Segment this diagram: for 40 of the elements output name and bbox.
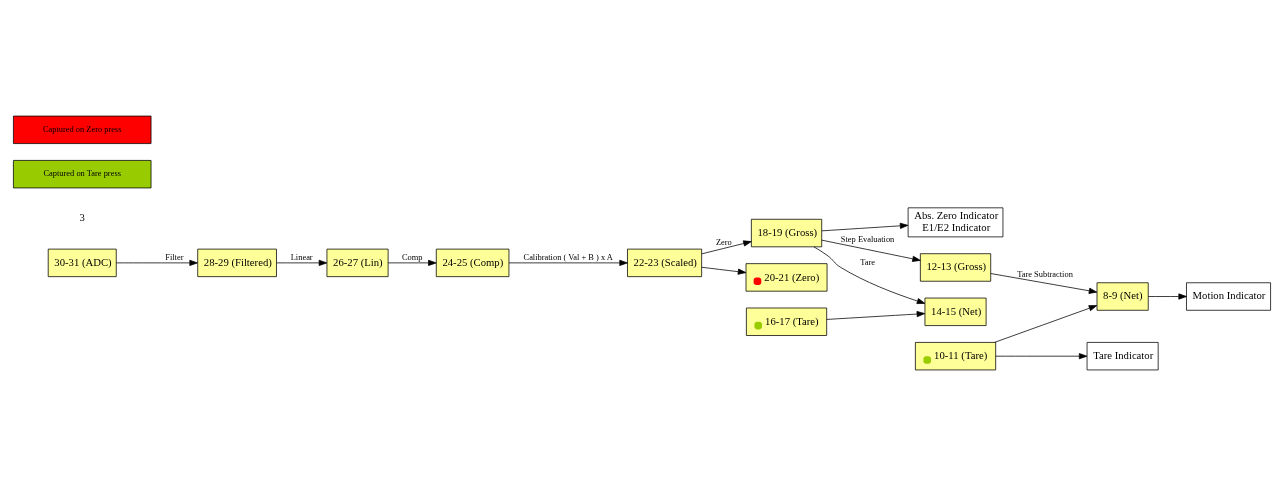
- node-box: 24-25 (Comp): [435, 248, 510, 278]
- arrow: [813, 246, 926, 304]
- arrow: [990, 273, 1098, 294]
- node-box: 14-15 (Net): [924, 297, 987, 326]
- node-box: 12-13 (Gross): [919, 253, 992, 282]
- arrow: [115, 259, 198, 266]
- node-box: Abs. Zero Indicator E1/E2 Indicator: [907, 207, 1004, 238]
- node-box: 28-29 (Filtered): [197, 248, 277, 278]
- arrow: [701, 266, 747, 275]
- node-box: 22-23 (Scaled): [627, 248, 703, 278]
- node-box: 8-9 (Net): [1096, 282, 1149, 311]
- arrow: [994, 305, 1098, 343]
- node-box: 16-17 (Tare): [746, 307, 828, 336]
- node-box: 30-31 (ADC): [47, 248, 117, 278]
- arrow: [701, 240, 752, 255]
- edge-label: Zero: [715, 238, 732, 248]
- node-box: 18-19 (Gross): [750, 218, 823, 248]
- edge-label: Step Evaluation: [840, 235, 895, 245]
- arrow: [276, 259, 328, 266]
- label: 3: [79, 211, 85, 224]
- edge-label: Linear: [290, 253, 313, 263]
- legend-label: Captured on Tare press: [43, 169, 121, 179]
- arrow: [387, 259, 437, 266]
- node-box: Tare Indicator: [1086, 342, 1159, 371]
- node-box: Motion Indicator: [1186, 282, 1271, 311]
- edge-label: Comp: [401, 253, 423, 263]
- arrow: [821, 222, 909, 232]
- edge-label: Tare: [860, 258, 875, 268]
- node-box: 10-11 (Tare): [915, 342, 997, 371]
- arrow: [821, 239, 921, 262]
- arrow: [826, 311, 926, 320]
- node-box: 20-21 (Zero): [745, 263, 828, 292]
- legend-label: Captured on Zero press: [42, 124, 122, 134]
- node-box: 26-27 (Lin): [326, 248, 389, 278]
- arrow: [995, 353, 1088, 360]
- arrow: [508, 259, 628, 266]
- edge-label: Filter: [165, 253, 184, 263]
- edge-label: Tare Subtraction: [1017, 269, 1073, 279]
- edge-label: Calibration ( Val + B ) x A: [523, 253, 613, 263]
- arrow: [1148, 293, 1187, 300]
